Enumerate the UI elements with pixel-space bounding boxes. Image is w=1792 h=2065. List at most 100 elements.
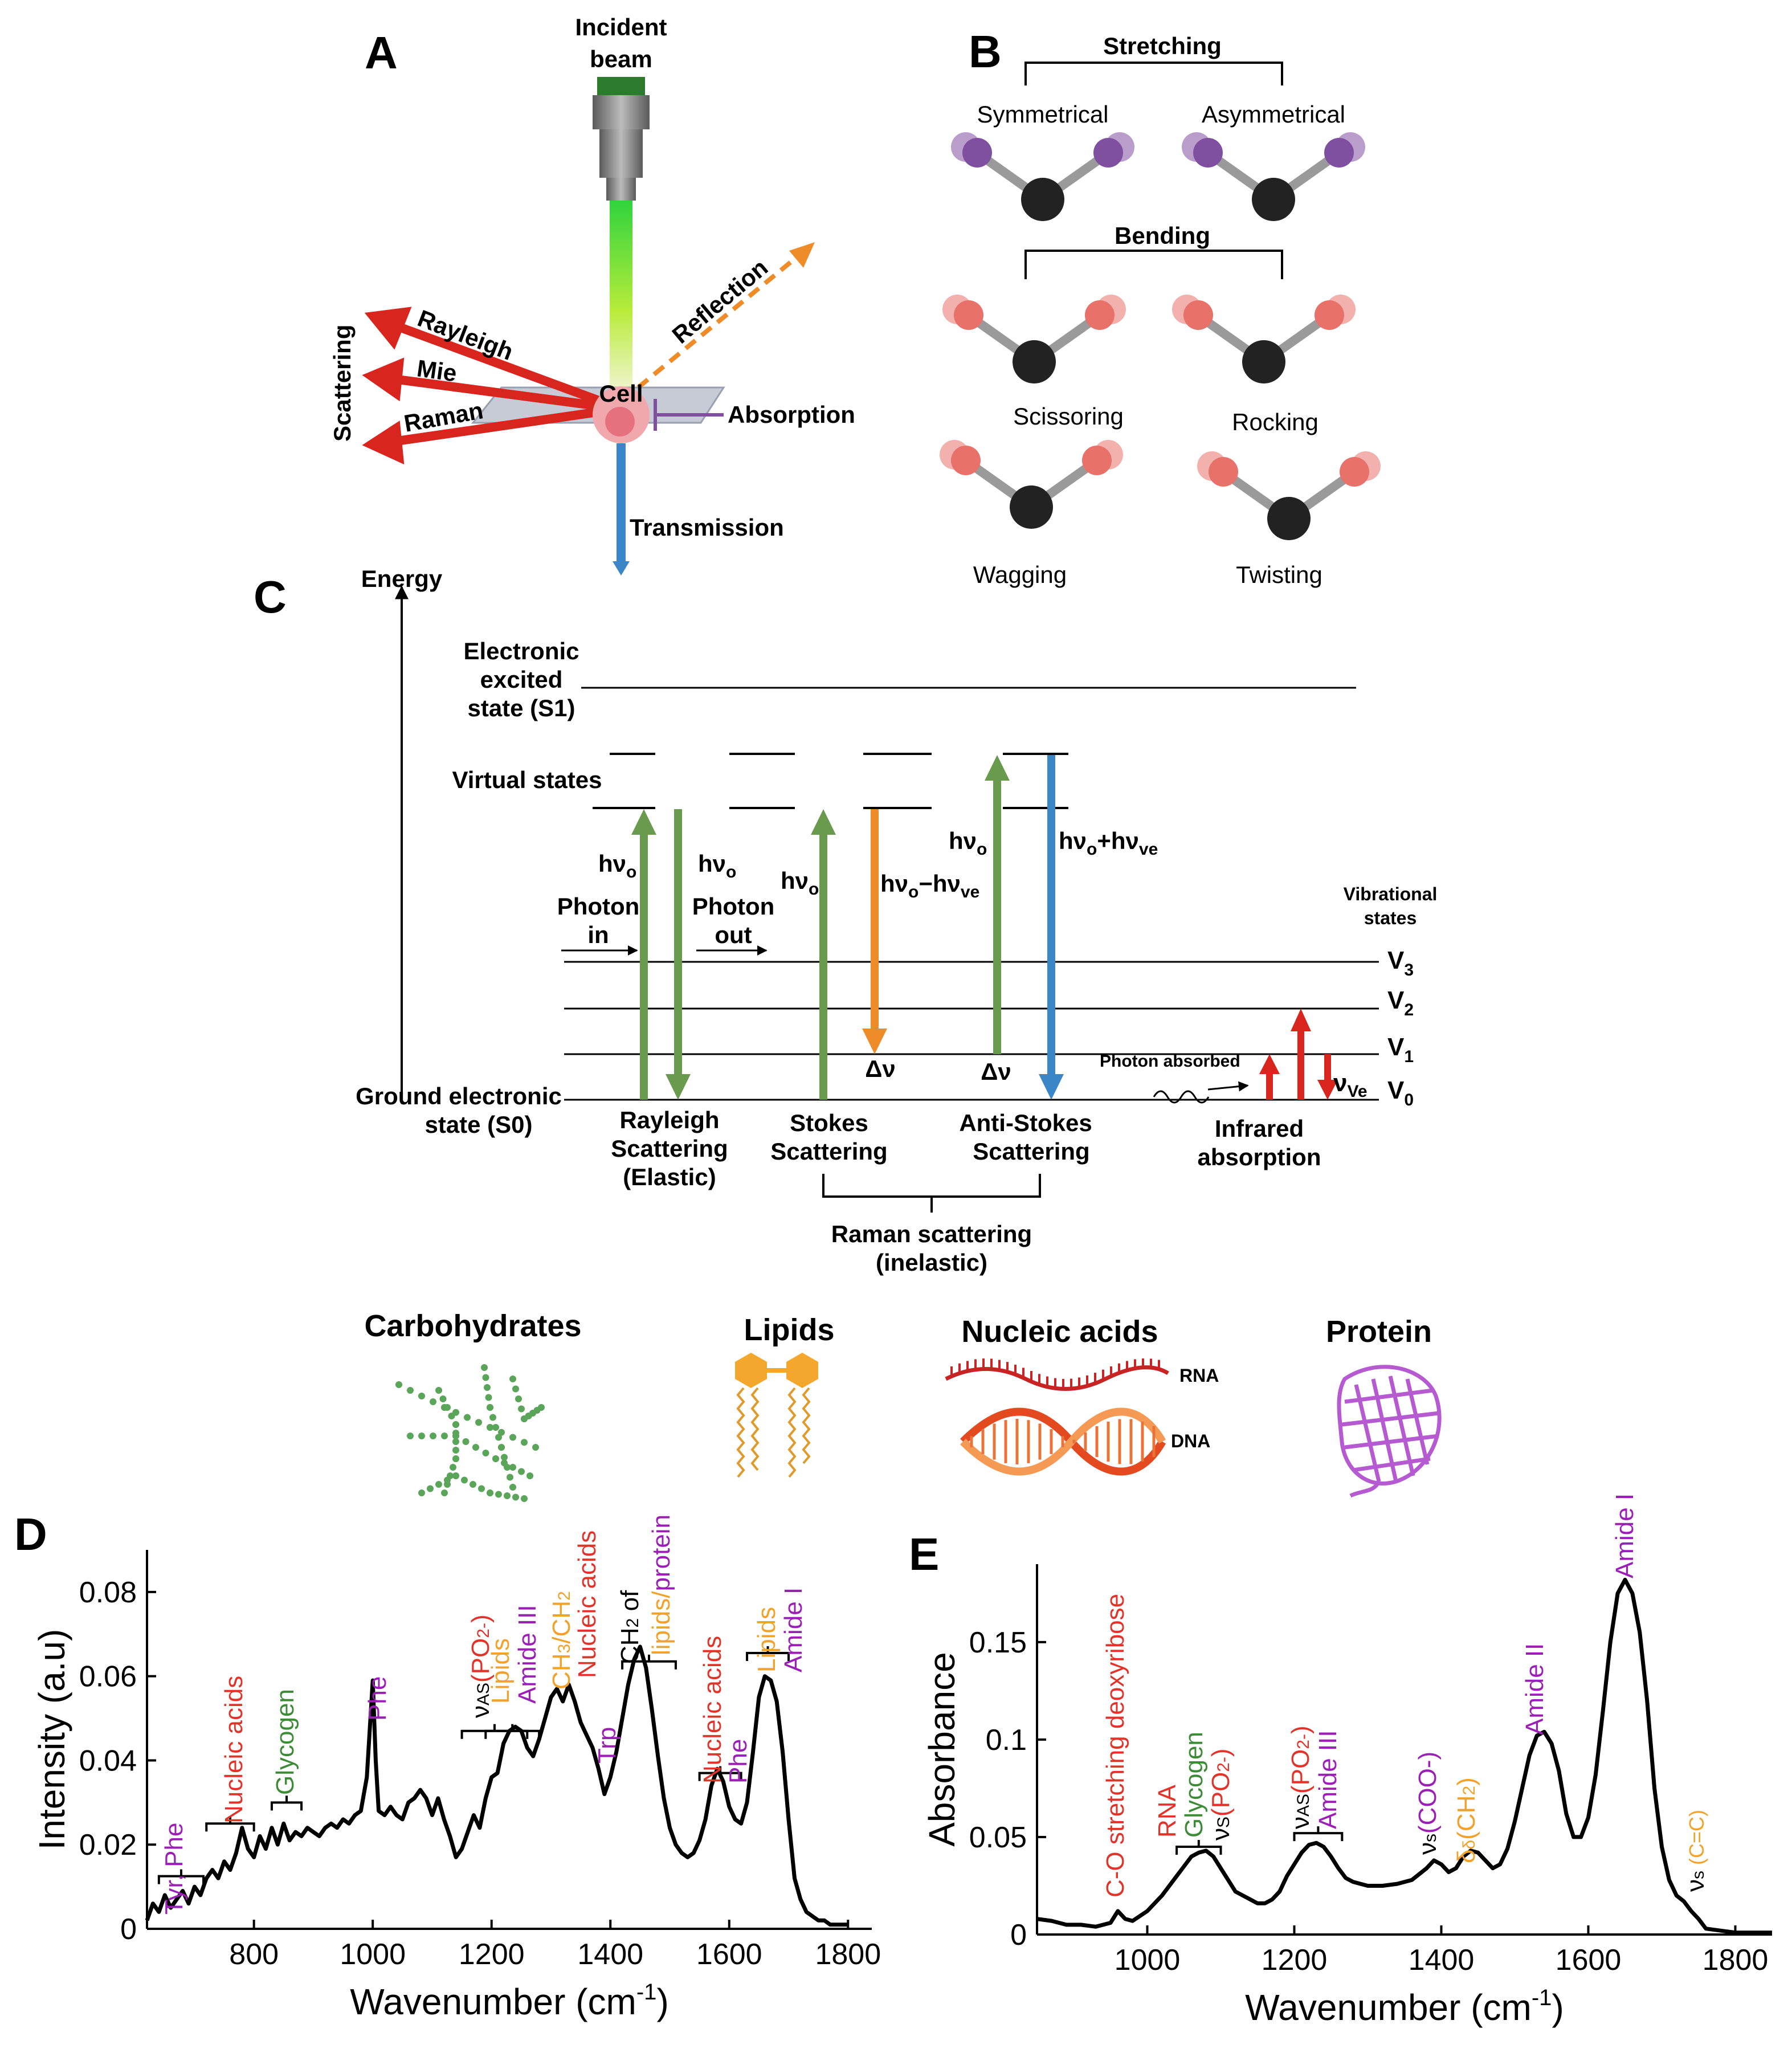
asymmetrical-label: Asymmetrical (1202, 101, 1345, 128)
annot-amide-i-d: Amide I (779, 1587, 807, 1672)
y-axis-title: Absorbance (921, 1652, 962, 1847)
annot-delta-ch2: δδ(CH2) (1452, 1777, 1480, 1863)
virtual-levels (593, 753, 1068, 809)
scattering-arrows (362, 307, 611, 465)
panel-c-letter: C (254, 572, 287, 622)
photon-in-2: in (587, 921, 609, 948)
x-tick-label: 1400 (1409, 1944, 1475, 1977)
transition-arrows (631, 755, 1338, 1100)
annot-rna: RNA (1153, 1784, 1181, 1838)
infrared-1: Infrared (1215, 1115, 1304, 1142)
x-tick-label: 1200 (459, 1938, 525, 1971)
annot-nu-as-po2-e: νAS(PO2-) (1287, 1725, 1315, 1829)
infrared-2: absorption (1198, 1144, 1321, 1170)
biomolecules-row: Carbohydrates Lipids Nucleic acids Prote… (364, 1309, 1442, 1502)
cell-label: Cell (599, 380, 643, 407)
reflection-arrow (636, 254, 799, 390)
x-tick-label: 1600 (1556, 1944, 1622, 1977)
annot-phe-1: Phe (364, 1676, 391, 1721)
y-tick-label: 0.05 (969, 1821, 1027, 1854)
y-tick-label: 0.08 (79, 1576, 137, 1609)
annotation-bracket (460, 1729, 529, 1739)
x-tick-label: 1800 (1703, 1944, 1769, 1977)
anti-stokes-2: Scattering (973, 1138, 1089, 1165)
laser-beam (610, 201, 632, 401)
bending-label: Bending (1115, 222, 1210, 249)
carbohydrates-label: Carbohydrates (364, 1309, 581, 1343)
stokes-2: Scattering (770, 1138, 887, 1165)
hv-minus-label: hνo−hνve (880, 870, 979, 901)
hv-label-4: hνo (949, 827, 987, 859)
excited-label: excited (480, 666, 563, 693)
x-tick-label: 1200 (1262, 1944, 1328, 1977)
panel-c: C Energy Electronic excited state (S1) V… (254, 565, 1437, 1276)
panel-b: B Stretching Symmetrical Asymmetrical Be… (940, 26, 1381, 588)
scissoring-label: Scissoring (1013, 403, 1124, 430)
beam-label: beam (590, 46, 652, 72)
annot-phe-2: Phe (724, 1739, 752, 1784)
ground-label-2: state (S0) (424, 1111, 532, 1138)
symmetrical-label: Symmetrical (977, 101, 1108, 128)
rayleigh-scatter-3: (Elastic) (623, 1164, 716, 1190)
energy-label: Energy (361, 565, 443, 592)
panel-a: A Incident beam Rayleigh Mie Raman Scatt… (329, 14, 855, 576)
x-axis-title: Wavenumber (cm-1) (1245, 1985, 1564, 2028)
annotation-bracket (270, 1801, 303, 1811)
panel-a-letter: A (365, 27, 398, 78)
annot-nucleic-acids-2: Nucleic acids (573, 1531, 601, 1678)
spectrum-line (1036, 1577, 1772, 1935)
v3-label: V3 (1387, 946, 1414, 980)
protein-icon (1337, 1365, 1442, 1498)
rna-icon: RNA (945, 1358, 1219, 1391)
annotation-bracket (205, 1822, 255, 1832)
reflection-arrowhead (789, 242, 815, 268)
molecule-icon (1182, 132, 1365, 221)
photon-in-1: Photon (557, 893, 640, 920)
annot-glycogen-e: Glycogen (1180, 1732, 1208, 1838)
stokes-1: Stokes (790, 1109, 868, 1136)
rna-label: RNA (1179, 1365, 1219, 1386)
nu-ve-label: νVe (1333, 1069, 1368, 1101)
glycogen-icon (395, 1364, 545, 1502)
virtual-states-label: Virtual states (452, 766, 602, 793)
x-tick-label: 1600 (696, 1938, 762, 1971)
chart-d-annotations: Tyr, Phe Nucleic acids Glycogen Phe νAS(… (160, 1515, 807, 1915)
chart-e-annotations: C-O stretching deoxyribose RNA Glycogen … (1101, 1493, 1709, 1897)
energy-labels: hνo hνo hνo hνo hνo−hνve hνo+hνve Photon… (557, 827, 1158, 1085)
annot-nu-s-coo: νs(COO-) (1414, 1752, 1442, 1855)
annot-nu-as-po2: νAS(PO2-) (467, 1614, 495, 1718)
vibrational-levels (564, 961, 1379, 1101)
raman-scattering-2: (inelastic) (876, 1249, 987, 1276)
electronic-label: Electronic (463, 638, 579, 664)
annot-ch3-ch2: CH3/CH2 (548, 1591, 575, 1689)
v1-label: V1 (1387, 1033, 1414, 1066)
y-tick-label: 0 (120, 1913, 137, 1946)
states-label: states (1364, 908, 1417, 928)
dna-label: DNA (1171, 1431, 1210, 1451)
molecule-icon (1197, 451, 1381, 540)
delta-v-1: Δν (865, 1055, 896, 1082)
rocking-label: Rocking (1232, 409, 1319, 435)
photon-wave-icon (1153, 1090, 1210, 1104)
scattering-label: Scattering (329, 325, 356, 442)
lipid-icon (735, 1353, 818, 1478)
annot-lipids-protein: lipids/protein (647, 1515, 675, 1655)
annot-lipids-2: Lipids (753, 1607, 781, 1672)
x-tick-label: 1000 (340, 1938, 406, 1971)
y-tick-label: 0.02 (79, 1829, 137, 1862)
annotation-bracket (1293, 1832, 1344, 1842)
y-tick-label: 0.15 (969, 1626, 1027, 1659)
y-axis-title: Intensity (a.u) (31, 1629, 72, 1850)
hv-label-1: hνo (598, 850, 636, 881)
hv-label-2: hνo (698, 850, 736, 881)
twisting-label: Twisting (1236, 561, 1322, 588)
molecule-icons (940, 132, 1381, 540)
x-tick-label: 1400 (577, 1938, 643, 1971)
ground-label-1: Ground electronic (356, 1083, 562, 1109)
rayleigh-scatter-2: Scattering (611, 1135, 728, 1162)
cell-nucleus-icon (605, 407, 635, 436)
